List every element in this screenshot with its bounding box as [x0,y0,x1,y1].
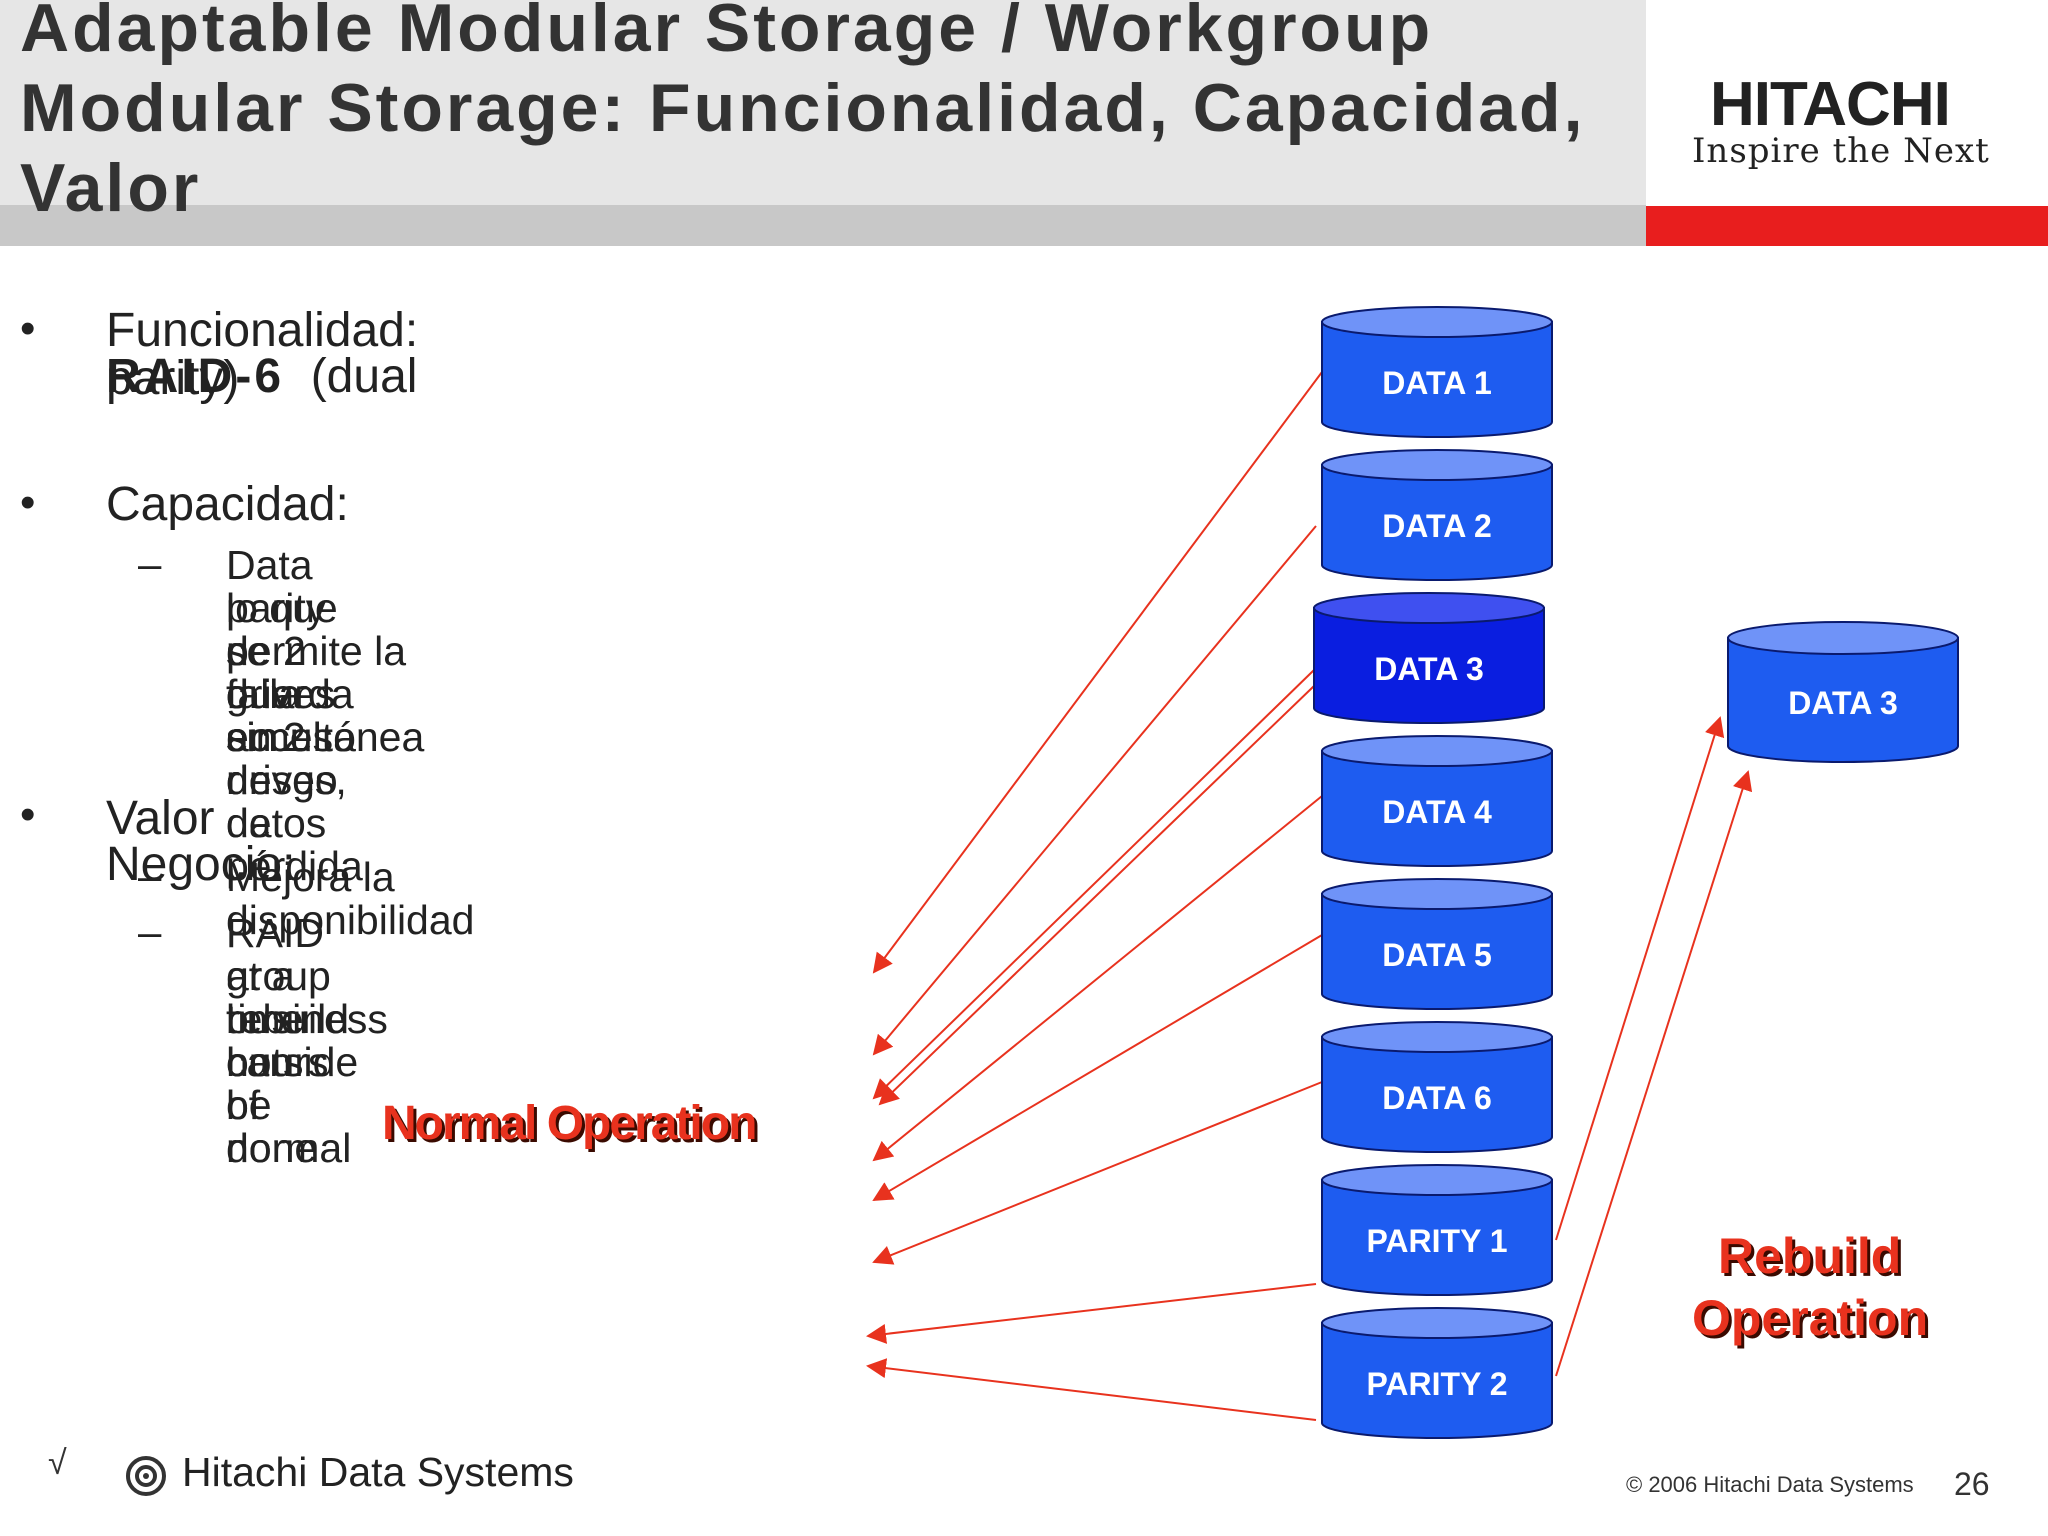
drive-top [1727,621,1959,655]
drive-top [1321,306,1553,338]
rebuilt-drive: DATA 3 [1727,621,1959,763]
normal-operation-arrow [872,1081,1323,1265]
sub-bullet-text: at a time outside of normal [226,953,359,1171]
normal-operation-arrow [872,934,1323,1202]
drive-data-2: DATA 2 [1321,449,1553,581]
bullet-text: Funcionalidad: [106,304,419,357]
drive-body [1321,750,1553,867]
sub-bullet-text: RAID group rebuild can be done [226,910,350,1171]
drive-label: PARITY 1 [1366,1223,1507,1259]
normal-operation-arrow [866,1283,1317,1344]
logo-tagline: Inspire the Next [1692,131,1990,171]
normal-operation-arrow [878,685,1315,1106]
raid-label: RAID-6 [106,350,285,403]
drive-body [1727,637,1959,763]
drive-body [1321,1179,1553,1296]
bullet-icon: • [20,304,36,353]
drive-data-4: DATA 4 [1321,735,1553,867]
drive-top [1321,735,1553,767]
drive-data-1: DATA 1 [1321,306,1553,438]
footer-brand: Hitachi Data Systems [182,1449,574,1495]
drive-data-3: DATA 3 [1313,592,1545,724]
bullet-text: (dual [310,350,418,403]
sub-bullet-text: lo que permite la falla simultánea [226,585,425,760]
drive-top [1313,592,1545,624]
normal-operation-arrow [872,669,1315,1100]
drive-stack: DATA 1 DATA 2 DATA 3 DATA 4 DATA 5 DATA 6 PARI… [1313,306,1553,1439]
normal-operation-arrow [872,795,1323,1162]
drive-top [1321,1307,1553,1339]
dash-icon: – [138,852,162,899]
dash-icon: – [138,540,162,587]
dash-icon: – [138,908,162,955]
bullet-capacidad: Capacidad: [106,478,349,531]
hds-logo-icon [126,1456,166,1496]
sub-bullet-text: o acceso de datos [226,671,356,846]
drive-rebuilt: DATA 3 [1727,621,1959,763]
drive-label: DATA 3 [1788,685,1898,721]
red-accent-band [1646,206,2048,246]
footer-mark: √ [48,1444,67,1482]
bullet-text: parity) [106,352,240,405]
drive-body [1321,1036,1553,1153]
page-number: 26 [1954,1466,1990,1502]
drive-parity-1: PARITY 1 [1321,1164,1553,1296]
drive-body [1321,321,1553,438]
rebuild-arrow [1555,716,1725,1241]
hitachi-logo: HITACHI Inspire the Next [1646,0,2048,206]
sub-bullet-text: business hours [226,996,388,1085]
slide-title: Adaptable Modular Storage / Workgroup Mo… [20,0,1586,226]
drive-top [1321,449,1553,481]
drive-top [1321,1021,1553,1053]
drive-body [1313,607,1545,724]
normal-operation-arrow [872,371,1323,974]
bullet-icon: • [20,478,36,527]
drive-top [1321,1164,1553,1196]
sub-bullet-text: Data parity se guarda en 2 drives, [226,542,354,803]
drive-label: DATA 5 [1382,937,1492,973]
title-strip [0,205,1646,246]
bullet-funcionalidad: Funcionalidad: RAID-6 (dual [106,307,432,403]
drive-label: DATA 1 [1382,365,1492,401]
title-band: Adaptable Modular Storage / Workgroup Mo… [0,0,1646,246]
drive-body [1321,464,1553,581]
bullet-icon: • [20,790,36,839]
arrow-group [866,371,1753,1421]
normal-operation-arrow [872,525,1317,1056]
drive-label: DATA 2 [1382,508,1492,544]
drive-body [1321,1322,1553,1439]
sub-bullet-text: de 2 drives sin riesgo de pérdida [226,628,363,889]
drive-top [1321,878,1553,910]
normal-operation-label: Normal Operation [382,1097,757,1150]
sub-bullet-text: Mejora la disponibilidad [226,854,475,943]
drive-label: DATA 3 [1374,651,1484,687]
normal-operation-arrow [866,1358,1317,1421]
rebuild-operation-label-line1: Rebuild [1718,1228,1902,1284]
drive-data-5: DATA 5 [1321,878,1553,1010]
drive-parity-2: PARITY 2 [1321,1307,1553,1439]
bullet-valor-negocio: Valor Negocio: [106,792,296,891]
drive-label: DATA 6 [1382,1080,1492,1116]
copyright: © 2006 Hitachi Data Systems [1626,1472,1914,1497]
rebuild-operation-label-line2: Operation [1692,1290,1929,1346]
logo-wordmark: HITACHI [1710,70,1951,139]
drive-data-6: DATA 6 [1321,1021,1553,1153]
drive-body [1321,893,1553,1010]
drive-label: PARITY 2 [1366,1366,1507,1402]
drive-label: DATA 4 [1382,794,1492,830]
